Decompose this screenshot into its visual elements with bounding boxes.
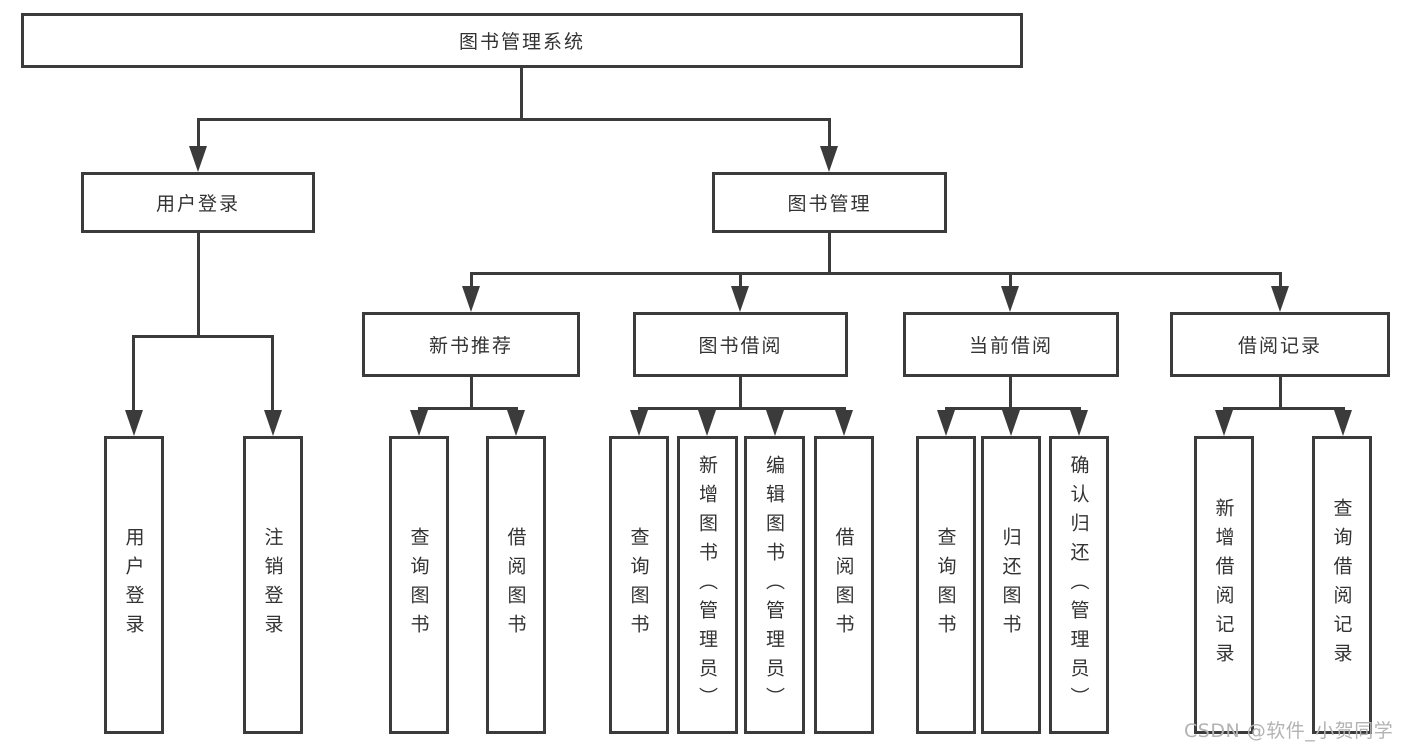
connector-borrow-crossbar bbox=[638, 407, 846, 410]
leaf-recommend-borrow-books-label: 借阅图书 bbox=[504, 527, 527, 643]
connector-drop-current-borrow bbox=[1009, 272, 1012, 288]
leaf-confirm-return-admin-label: 确认归还（管理员） bbox=[1067, 454, 1090, 716]
arrowhead-confirm-return-icon bbox=[1070, 410, 1088, 436]
leaf-borrow-books-label: 借阅图书 bbox=[832, 527, 855, 643]
arrowhead-leaf-user-login-icon bbox=[125, 410, 143, 436]
connector-book-management-crossbar bbox=[470, 272, 1282, 275]
node-new-book-recommend-label: 新书推荐 bbox=[428, 335, 513, 357]
leaf-add-borrow-record: 新增借阅记录 bbox=[1194, 436, 1254, 734]
node-root: 图书管理系统 bbox=[21, 13, 1023, 68]
node-current-borrow-label: 当前借阅 bbox=[968, 335, 1053, 357]
connector-user-login-crossbar bbox=[132, 335, 274, 338]
leaf-borrow-books: 借阅图书 bbox=[814, 436, 874, 734]
arrowhead-book-borrow-icon bbox=[731, 286, 749, 312]
leaf-return-books: 归还图书 bbox=[981, 436, 1041, 734]
arrowhead-add-record-icon bbox=[1215, 410, 1233, 436]
leaf-query-borrow-record-label: 查询借阅记录 bbox=[1330, 498, 1353, 672]
leaf-add-books-admin-label: 新增图书（管理员） bbox=[696, 454, 718, 716]
connector-recommend-stem bbox=[470, 377, 473, 407]
node-book-borrow: 图书借阅 bbox=[633, 312, 848, 377]
leaf-edit-books-admin-label: 编辑图书（管理员） bbox=[763, 454, 785, 716]
connector-drop-book-borrow bbox=[739, 272, 742, 288]
leaf-return-books-label: 归还图书 bbox=[999, 527, 1022, 643]
leaf-confirm-return-admin: 确认归还（管理员） bbox=[1049, 436, 1109, 734]
leaf-recommend-query-books: 查询图书 bbox=[389, 436, 449, 734]
connector-drop-user-login bbox=[197, 118, 200, 150]
leaf-borrow-query-books-label: 查询图书 bbox=[627, 527, 650, 643]
connector-current-stem bbox=[1009, 377, 1012, 407]
arrowhead-borrow-books-icon bbox=[835, 410, 853, 436]
arrowhead-new-book-recommend-icon bbox=[462, 286, 480, 312]
leaf-recommend-query-books-label: 查询图书 bbox=[407, 527, 430, 643]
leaf-logout: 注销登录 bbox=[243, 436, 303, 734]
leaf-current-query-books: 查询图书 bbox=[916, 436, 976, 734]
arrowhead-book-management-icon bbox=[820, 146, 838, 172]
arrowhead-return-books-icon bbox=[1002, 410, 1020, 436]
arrowhead-leaf-logout-icon bbox=[264, 410, 282, 436]
connector-records-stem bbox=[1279, 377, 1282, 407]
leaf-user-login: 用户登录 bbox=[104, 436, 164, 734]
arrowhead-user-login-icon bbox=[189, 146, 207, 172]
arrowhead-edit-books-icon bbox=[766, 410, 784, 436]
connector-root-stem bbox=[520, 68, 523, 118]
leaf-logout-label: 注销登录 bbox=[261, 527, 284, 643]
connector-drop-book-management bbox=[828, 118, 831, 150]
node-user-login: 用户登录 bbox=[81, 172, 315, 233]
connector-records-crossbar bbox=[1223, 407, 1345, 410]
leaf-add-borrow-record-label: 新增借阅记录 bbox=[1212, 498, 1235, 672]
node-current-borrow: 当前借阅 bbox=[903, 312, 1119, 377]
connector-root-crossbar bbox=[197, 118, 831, 121]
arrowhead-query-record-icon bbox=[1334, 410, 1352, 436]
leaf-borrow-query-books: 查询图书 bbox=[609, 436, 669, 734]
node-root-label: 图书管理系统 bbox=[458, 31, 585, 53]
arrowhead-borrow-records-icon bbox=[1271, 286, 1289, 312]
connector-recommend-crossbar bbox=[418, 407, 518, 410]
csdn-watermark: CSDN @软件_小贺同学 bbox=[1184, 720, 1394, 742]
leaf-recommend-borrow-books: 借阅图书 bbox=[486, 436, 546, 734]
leaf-query-borrow-record: 查询借阅记录 bbox=[1312, 436, 1372, 734]
node-book-borrow-label: 图书借阅 bbox=[698, 335, 783, 357]
arrowhead-recommend-query-icon bbox=[410, 410, 428, 436]
arrowhead-current-borrow-icon bbox=[1001, 286, 1019, 312]
arrowhead-borrow-query-icon bbox=[630, 410, 648, 436]
arrowhead-recommend-borrow-icon bbox=[507, 410, 525, 436]
node-book-management-label: 图书管理 bbox=[787, 193, 872, 215]
connector-user-login-stem bbox=[197, 233, 200, 335]
connector-borrow-stem bbox=[739, 377, 742, 407]
node-book-management: 图书管理 bbox=[712, 172, 947, 233]
node-new-book-recommend: 新书推荐 bbox=[362, 312, 580, 377]
connector-drop-leaf-logout bbox=[271, 335, 274, 412]
leaf-current-query-books-label: 查询图书 bbox=[934, 527, 957, 643]
node-borrow-records-label: 借阅记录 bbox=[1237, 335, 1322, 357]
connector-drop-leaf-user-login bbox=[132, 335, 135, 412]
node-borrow-records: 借阅记录 bbox=[1170, 312, 1390, 377]
leaf-add-books-admin: 新增图书（管理员） bbox=[677, 436, 738, 734]
arrowhead-add-books-icon bbox=[698, 410, 716, 436]
arrowhead-current-query-icon bbox=[937, 410, 955, 436]
connector-book-management-stem bbox=[828, 233, 831, 272]
leaf-edit-books-admin: 编辑图书（管理员） bbox=[744, 436, 805, 734]
node-user-login-label: 用户登录 bbox=[155, 193, 240, 215]
connector-drop-borrow-records bbox=[1279, 272, 1282, 288]
leaf-user-login-label: 用户登录 bbox=[122, 527, 145, 643]
connector-current-crossbar bbox=[945, 407, 1081, 410]
connector-drop-new-book-recommend bbox=[470, 272, 473, 288]
